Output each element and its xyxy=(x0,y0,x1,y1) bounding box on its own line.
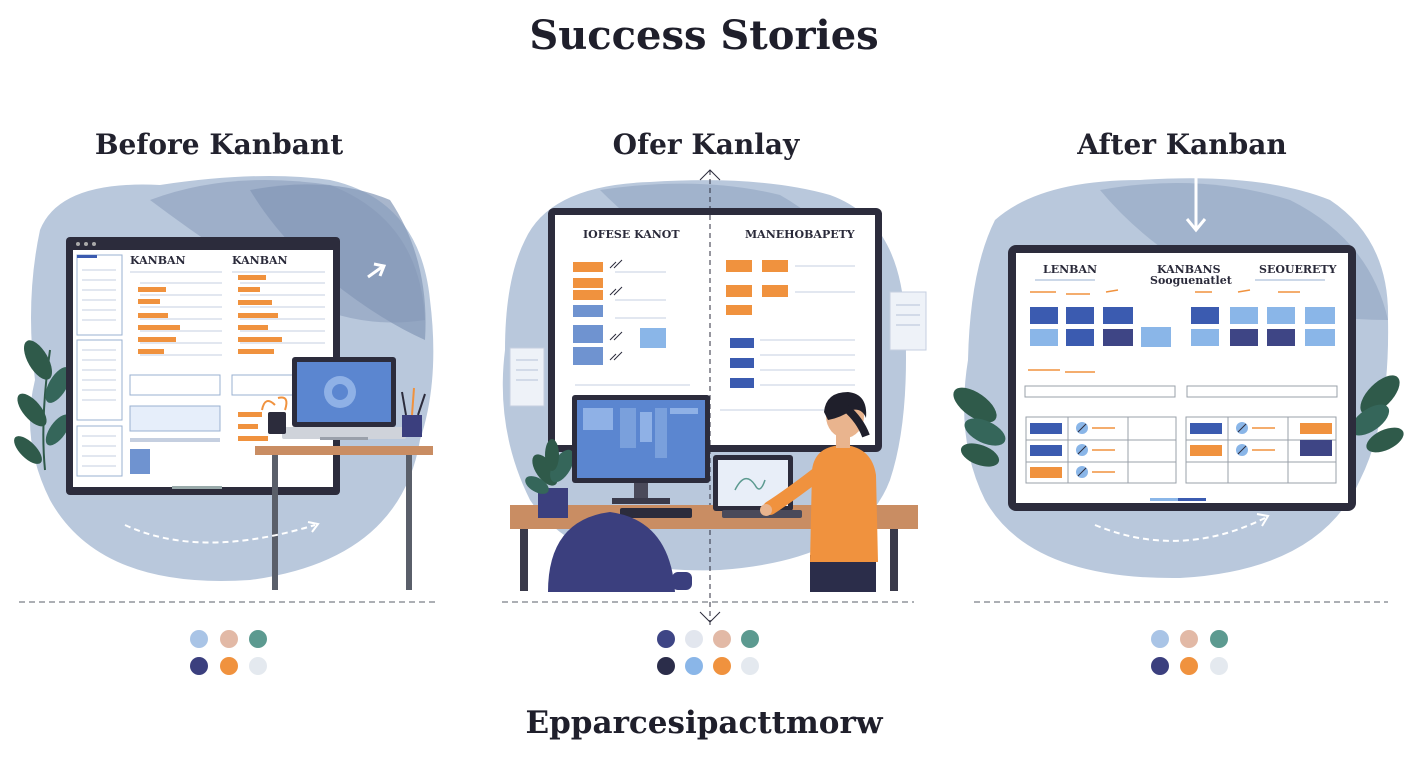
during-board-label-2: MANEHOBAPETY xyxy=(745,228,855,241)
after-board-label-3: Sooguenatlet xyxy=(1150,274,1233,287)
palette-dot xyxy=(657,657,675,675)
plant-right-right xyxy=(1350,375,1404,453)
before-board-label-1: KANBAN xyxy=(130,254,186,267)
palette-dot xyxy=(685,630,703,648)
after-board-label-4: SEOUERETY xyxy=(1259,263,1337,276)
after-board-label-1: LENBAN xyxy=(1043,263,1097,276)
palette-dot xyxy=(1180,630,1198,648)
palette-dot xyxy=(1151,657,1169,675)
palette-dot xyxy=(741,630,759,648)
before-panel-illustration: KANBAN KANBAN xyxy=(14,176,434,590)
palette-dot xyxy=(190,657,208,675)
palette-dot xyxy=(220,630,238,648)
before-board-label-2: KANBAN xyxy=(232,254,288,267)
plant-right-left xyxy=(953,387,1006,467)
palette-dot xyxy=(1151,630,1169,648)
during-panel-illustration: IOFESE KANOT MANEHOBAPETY xyxy=(502,169,927,625)
person-working xyxy=(760,392,878,592)
palette-dot xyxy=(713,630,731,648)
palette-dot xyxy=(657,630,675,648)
page-title: Success Stories xyxy=(529,12,879,59)
palette-dot xyxy=(190,630,208,648)
palette-dot xyxy=(713,657,731,675)
plant-middle xyxy=(525,439,574,518)
panel-title-during: Ofer Kanlay xyxy=(612,128,800,161)
after-board-label-2: KANBANS xyxy=(1157,263,1221,276)
palette-dot xyxy=(249,630,267,648)
during-board-label-1: IOFESE KANOT xyxy=(583,228,680,241)
before-arrow-icon xyxy=(367,265,383,279)
footer-caption: Epparcesipacttmorw xyxy=(525,705,883,741)
palette-dot xyxy=(685,657,703,675)
palette-dot xyxy=(1180,657,1198,675)
panel-title-after: After Kanban xyxy=(1077,128,1287,161)
palette-dot xyxy=(741,657,759,675)
before-desk xyxy=(255,446,433,455)
palette-dot xyxy=(1210,657,1228,675)
office-chair xyxy=(548,512,675,592)
panel-title-before: Before Kanbant xyxy=(94,128,344,161)
palette-dot xyxy=(1210,630,1228,648)
after-panel-illustration: LENBAN KANBANS Sooguenatlet SEOUERETY xyxy=(953,176,1404,579)
palette-dot xyxy=(220,657,238,675)
palette-dot xyxy=(249,657,267,675)
plant-left xyxy=(14,340,71,471)
